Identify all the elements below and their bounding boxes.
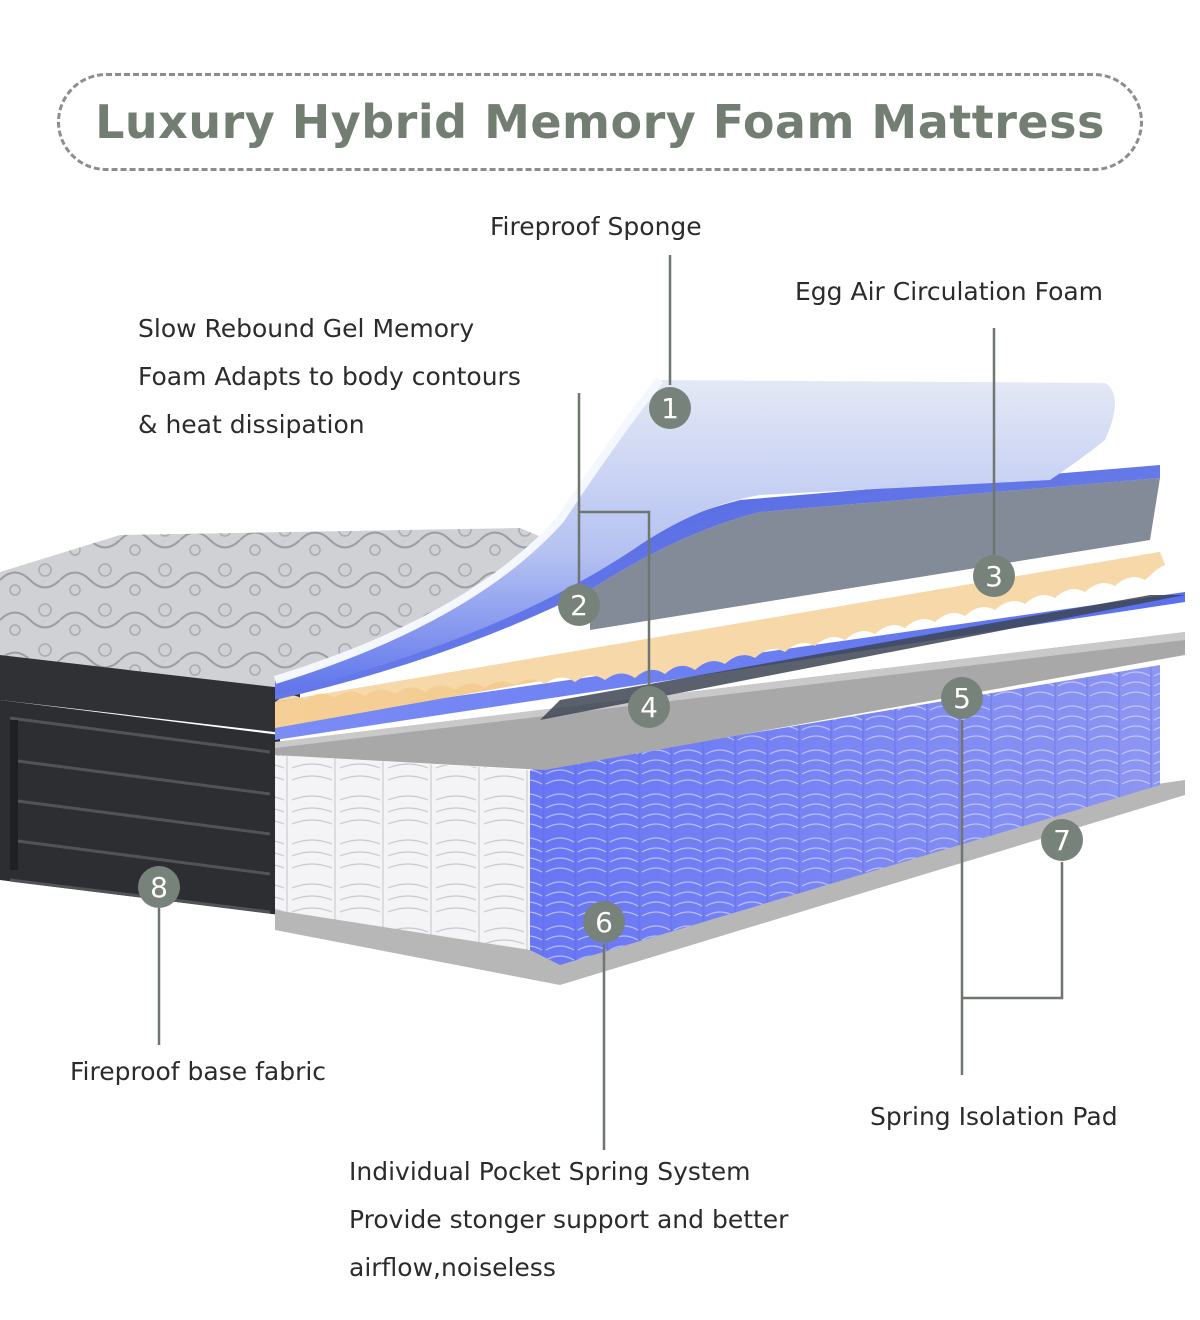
label-pocket-spring: Individual Pocket Spring System Provide …: [349, 1157, 789, 1282]
svg-text:4: 4: [640, 691, 658, 724]
badge-6: 6: [583, 901, 625, 943]
label-egg-foam: Egg Air Circulation Foam: [795, 277, 1104, 306]
badge-7: 7: [1041, 819, 1083, 861]
badge-8: 8: [138, 866, 180, 908]
label-base-fabric: Fireproof base fabric: [70, 1057, 327, 1086]
svg-text:8: 8: [150, 871, 168, 904]
svg-text:5: 5: [953, 682, 971, 715]
svg-text:3: 3: [985, 560, 1003, 593]
white-springs: [275, 755, 530, 950]
badge-5: 5: [941, 677, 983, 719]
gel-memory-foam: [275, 465, 1160, 700]
badge-4: 4: [628, 686, 670, 728]
label-isolation-pad: Spring Isolation Pad: [870, 1102, 1118, 1131]
title-frame: Luxury Hybrid Memory Foam Mattress: [57, 73, 1143, 171]
svg-text:2: 2: [570, 589, 588, 622]
svg-text:1: 1: [661, 392, 679, 425]
fireproof-sponge: [275, 380, 1115, 695]
gel-foam-lower: [275, 592, 1185, 740]
svg-text:7: 7: [1053, 824, 1071, 857]
page-title: Luxury Hybrid Memory Foam Mattress: [95, 95, 1105, 149]
badge-3: 3: [973, 555, 1015, 597]
quilted-top: [0, 528, 560, 690]
badge-1: 1: [649, 387, 691, 429]
mattress-border-top: [0, 655, 300, 735]
label-gel-memory: Slow Rebound Gel Memory Foam Adapts to b…: [138, 314, 521, 439]
svg-text:6: 6: [595, 906, 613, 939]
badge-2: 2: [558, 584, 600, 626]
label-fireproof-sponge: Fireproof Sponge: [490, 212, 702, 241]
leader-lines: [157, 255, 1064, 1150]
mattress-side-panel: [0, 700, 280, 915]
side-panel-window: [10, 720, 18, 870]
